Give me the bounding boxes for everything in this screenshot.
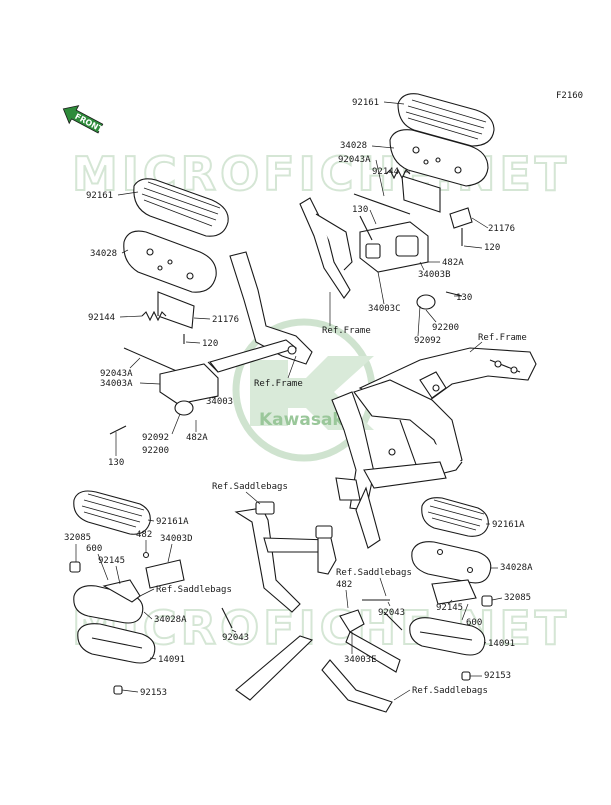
label-34003: 34003 [206, 397, 233, 407]
label-482-right: 482 [336, 580, 352, 590]
label-34003E: 34003E [344, 655, 377, 665]
label-130-mid: 130 [456, 293, 472, 303]
label-34028A-right: 34028A [500, 563, 533, 573]
label-34003B: 34003B [418, 270, 451, 280]
label-130-left: 130 [108, 458, 124, 468]
label-482A-left: 482A [186, 433, 208, 443]
labels-lower-left: 92161A 32085 482 34003D 600 92145 Ref.Sa… [64, 517, 249, 698]
label-92161A-right: 92161A [492, 520, 525, 530]
label-120-left: 120 [202, 339, 218, 349]
label-482-left: 482 [136, 530, 152, 540]
board-34028-top [389, 129, 489, 187]
label-92043A-top: 92043A [338, 155, 371, 165]
main-frame: Ref.Frame [331, 333, 537, 549]
label-32085-left: 32085 [64, 533, 91, 543]
ref-saddlebags-3: Ref.Saddlebags [336, 568, 412, 578]
label-92161A-left: 92161A [156, 517, 189, 527]
ref-saddlebags-1: Ref.Saddlebags [212, 482, 288, 492]
label-120-top: 120 [484, 243, 500, 253]
board-34028A-right [411, 541, 492, 584]
label-92161-left: 92161 [86, 191, 113, 201]
label-21176-left: 21176 [212, 315, 239, 325]
label-14091-right: 14091 [488, 639, 515, 649]
label-92145-left: 92145 [98, 556, 125, 566]
saddlebag-bracket: Ref.Saddlebags [212, 482, 337, 613]
labels-lower-right: 92161A 34028A Ref.Saddlebags 482 92043 9… [336, 520, 533, 701]
label-92200-top: 92200 [432, 323, 459, 333]
label-92145-right: 92145 [436, 603, 463, 613]
label-130-top: 130 [352, 205, 368, 215]
cover-14091-right [409, 617, 486, 656]
ref-saddlebags-4: Ref.Saddlebags [412, 686, 488, 696]
label-34003D: 34003D [160, 534, 193, 544]
watermark-brand: Kawasaki [259, 410, 350, 430]
labels-left: 92161 34028 92144 21176 120 92043A 34003… [86, 191, 303, 468]
label-92092-left: 92092 [142, 433, 169, 443]
label-600-left: 600 [86, 544, 102, 554]
label-34003C: 34003C [368, 304, 401, 314]
label-92153-right: 92153 [484, 671, 511, 681]
label-92153-left: 92153 [140, 688, 167, 698]
label-92092-top: 92092 [414, 336, 441, 346]
label-92144-left: 92144 [88, 313, 115, 323]
front-label: FRONT [73, 112, 105, 135]
ref-frame-3: Ref.Frame [254, 379, 303, 389]
ref-saddlebags-2: Ref.Saddlebags [156, 585, 232, 595]
cover-14091-left [77, 623, 156, 664]
label-482A-top: 482A [442, 258, 464, 268]
ref-frame-1: Ref.Frame [322, 326, 371, 336]
label-92144-top: 92144 [372, 167, 399, 177]
label-32085-right: 32085 [504, 593, 531, 603]
label-92043-left: 92043 [222, 633, 249, 643]
label-34003A: 34003A [100, 379, 133, 389]
label-92043-right: 92043 [378, 608, 405, 618]
labels-top-right: 92161 34028 92043A 92144 130 21176 120 4… [322, 98, 515, 346]
board-34028-left [123, 230, 217, 293]
label-34028A-left: 34028A [154, 615, 187, 625]
pad-92161A-left [73, 490, 151, 535]
label-21176-top: 21176 [488, 224, 515, 234]
pad-92161-left [133, 178, 229, 237]
footboard-top-right [299, 93, 495, 310]
label-34028-top: 34028 [340, 141, 367, 151]
ref-frame-2: Ref.Frame [478, 333, 527, 343]
figure-code: F2160 [556, 91, 583, 101]
front-arrow-icon: FRONT [62, 105, 105, 135]
pad-92161-top [397, 93, 495, 147]
label-600-right: 600 [466, 618, 482, 628]
label-14091-left: 14091 [158, 655, 185, 665]
pad-92161A-right [421, 497, 489, 537]
footboard-left [109, 178, 313, 435]
footboard-lower-right [235, 497, 493, 713]
label-92161-top: 92161 [352, 98, 379, 108]
label-92043A-left: 92043A [100, 369, 133, 379]
label-34028-left: 34028 [90, 249, 117, 259]
label-92200-left: 92200 [142, 446, 169, 456]
